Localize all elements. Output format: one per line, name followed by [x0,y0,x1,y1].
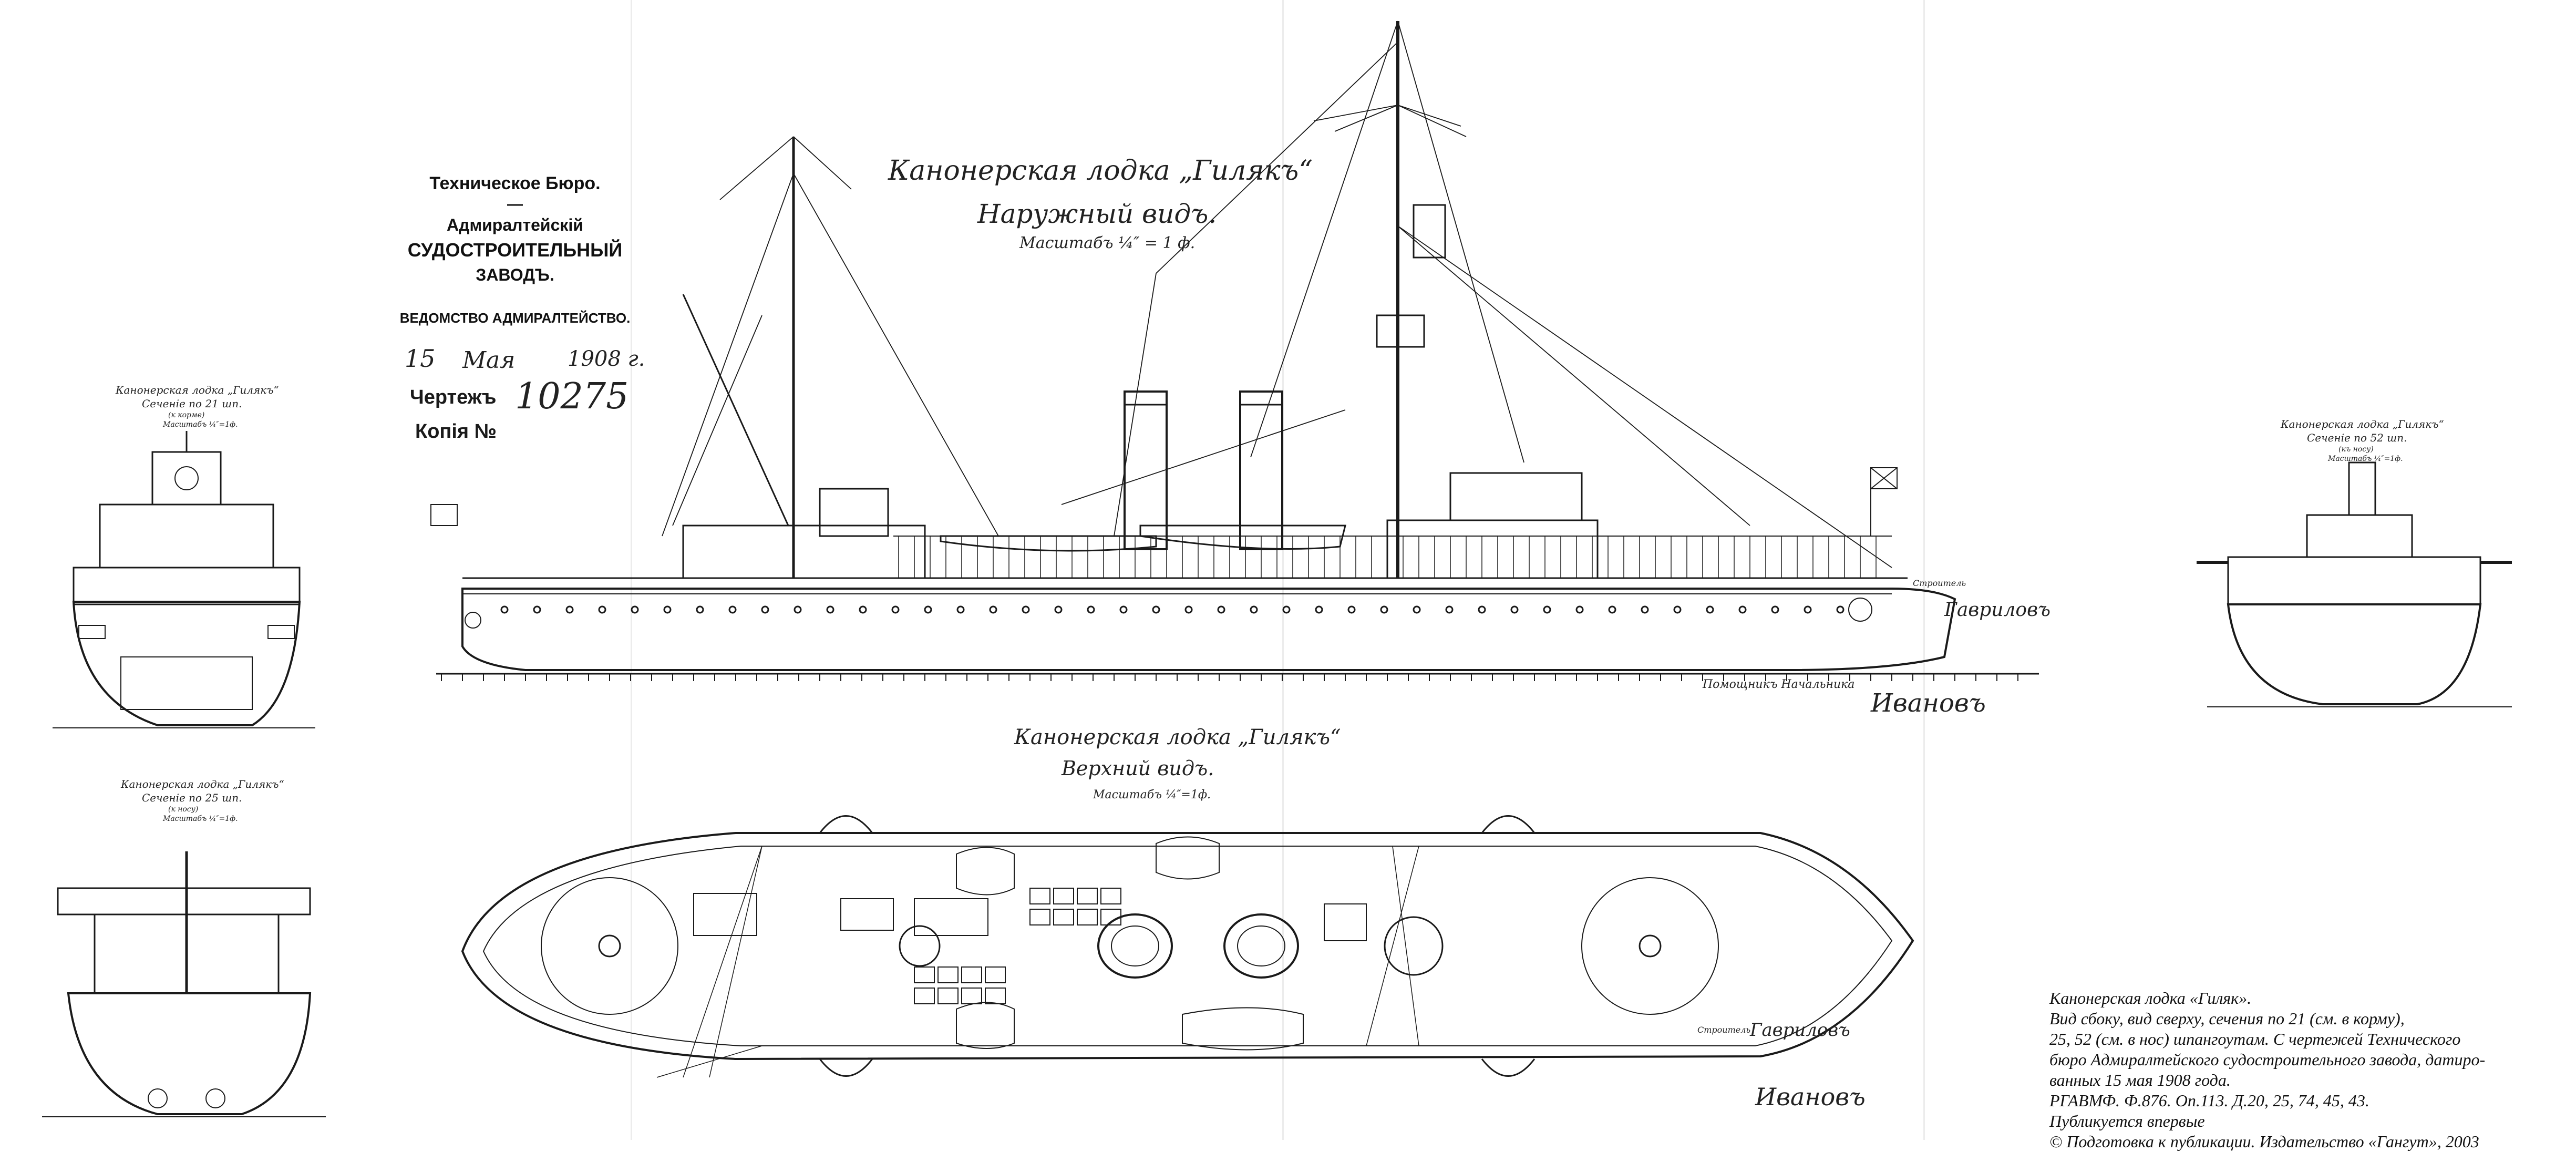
top-view-subtitle: Верхний видъ. [1062,757,1214,780]
side-view-title: Канонерская лодка „Гилякъ“ [888,155,1313,187]
section-52-drawing [2197,461,2512,707]
caption-line-8: © Подготовка к публикации. Издательство … [2049,1132,2479,1151]
stamp-dept: ВЕДОМСТВО АДМИРАЛТЕЙСТВО. [399,310,631,326]
top-view-scale: Масштабъ ¼″=1ф. [1093,788,1211,801]
signature-builder-label: Строитель [1913,578,1966,588]
section-25-scale: Масштабъ ¼″=1ф. [163,815,238,823]
stamp-line2: СУДОСТРОИТЕЛЬНЫЙ [407,239,623,261]
stamp-bureau: Техническое Бюро. [429,173,601,193]
top-view-drawing [461,815,1914,1078]
signature-builder-name: Гавриловъ [1944,599,2051,621]
publication-caption: Канонерская лодка «Гиляк». Вид сбоку, ви… [2049,988,2564,1152]
side-view-drawing [430,20,2039,681]
section-52-subtitle: Сеченіе по 52 шп. [2307,431,2407,444]
stamp-date-day: 15 [405,344,436,373]
stamp-date-year: 1908 г. [568,347,645,371]
fold-line-2 [1282,0,1284,1140]
section-52-scale: Масштабъ ¼″=1ф. [2328,455,2403,463]
caption-line-5: ванных 15 мая 1908 года. [2049,1071,2231,1089]
caption-line-2: Вид сбоку, вид сверху, сечения по 21 (см… [2049,1009,2405,1028]
top-signature-chief-name: Ивановъ [1755,1083,1866,1111]
section-21-note: (к корме) [168,411,205,419]
signature-checked-label: Помощникъ Начальника [1703,678,1855,691]
stamp-line3: ЗАВОДЪ. [476,265,554,284]
caption-line-4: бюро Адмиралтейского судостроительного з… [2049,1050,2486,1069]
caption-line-3: 25, 52 (см. в нос) шпангоутам. С чертеже… [2049,1030,2461,1048]
section-21-scale: Масштабъ ¼″=1ф. [163,420,238,429]
section-21-subtitle: Сеченіе по 21 шп. [142,397,242,410]
section-25-subtitle: Сеченіе по 25 шп. [142,791,242,804]
section-21-drawing [53,431,315,728]
fold-line-3 [1923,0,1925,1140]
stamp-dash: — [507,196,523,213]
stamp-line1: Адмиралтейскій [447,215,583,234]
top-view-title: Канонерская лодка „Гилякъ“ [1014,725,1341,749]
caption-line-7: Публикуется впервые [2049,1112,2205,1130]
section-25-drawing [42,851,326,1117]
side-view-scale: Масштабъ ¼″ = 1 ф. [1019,234,1196,252]
section-52-note: (къ носу) [2338,445,2374,454]
stamp-drawing-label: Чертежъ [410,386,497,408]
top-signature-builder-label: Строитель [1697,1025,1751,1035]
side-view-subtitle: Наружный видъ. [977,199,1217,229]
stamp-date-month: Мая [462,347,516,374]
caption-line-6: РГАВМФ. Ф.876. Оп.113. Д.20, 25, 74, 45,… [2049,1091,2369,1110]
fold-line-1 [631,0,632,1140]
section-25-note: (к носу) [168,805,199,814]
top-signature-builder-name: Гавриловъ [1750,1020,1850,1041]
stamp-drawing-number: 10275 [515,376,629,417]
section-21-title: Канонерская лодка „Гилякъ“ [116,384,279,396]
section-52-title: Канонерская лодка „Гилякъ“ [2281,418,2444,430]
section-25-title: Канонерская лодка „Гилякъ“ [121,778,284,790]
caption-line-1: Канонерская лодка «Гиляк». [2049,989,2252,1007]
stamp-copy-label: Копія № [415,420,497,443]
signature-chief-name: Ивановъ [1871,688,1986,718]
